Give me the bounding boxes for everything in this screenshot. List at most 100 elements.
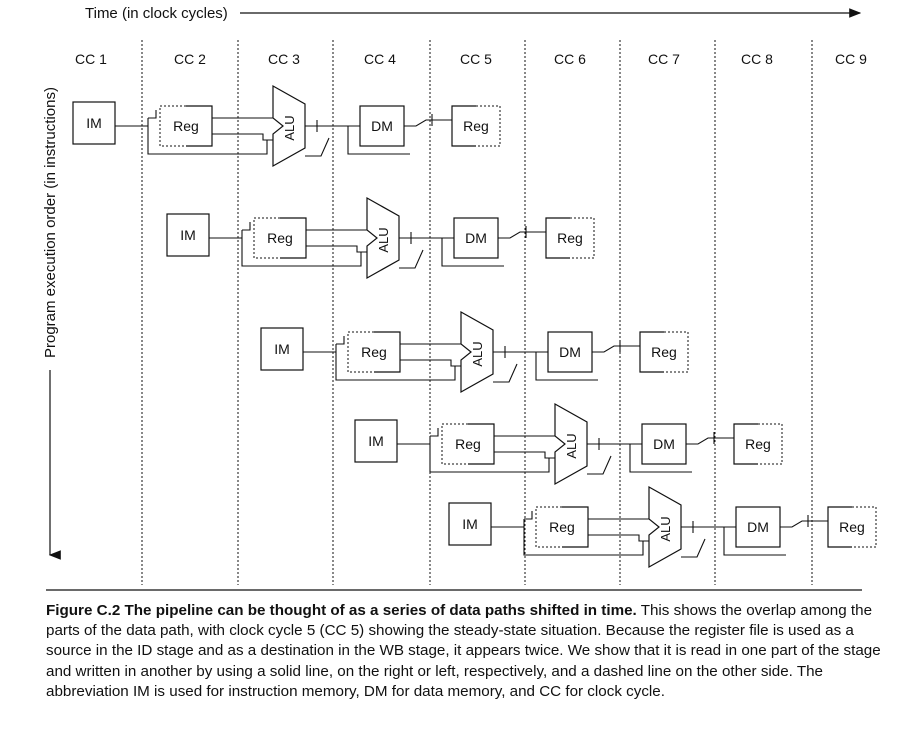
- cc-label-9: CC 9: [835, 51, 867, 67]
- cc-label-4: CC 4: [364, 51, 396, 67]
- im-box: [260, 327, 304, 371]
- dm-bypass-wire: [347, 126, 410, 155]
- im-box: [354, 419, 398, 463]
- im-label: IM: [86, 115, 102, 131]
- cc-label-5: CC 5: [460, 51, 492, 67]
- dm-label: DM: [371, 118, 393, 134]
- alu-result-wire: [305, 137, 330, 157]
- reg-read-port-wire: [524, 511, 533, 520]
- reg-label: Reg: [361, 344, 387, 360]
- cc-label-8: CC 8: [741, 51, 773, 67]
- reg-read-port-wire: [148, 110, 157, 119]
- reg-write-dashed-side: [570, 217, 595, 259]
- reg-write-dashed-side: [758, 423, 783, 465]
- dm-label: DM: [747, 519, 769, 535]
- reg-to-alu-wire-bottom: [306, 245, 367, 253]
- reg-write-dashed-side: [852, 506, 877, 548]
- cc-label-1: CC 1: [75, 51, 107, 67]
- dm-box: [547, 331, 593, 373]
- dm-label: DM: [465, 230, 487, 246]
- alu-shape: [460, 310, 494, 394]
- reg-write-solid-side: [545, 217, 570, 259]
- reg-read-solid-side: [468, 423, 495, 465]
- reg-writeback-label: Reg: [651, 344, 677, 360]
- dm-to-reg-wire: [498, 231, 546, 239]
- caption-label: Figure C.2: [46, 602, 121, 619]
- reg-bypass-wire: [429, 452, 550, 473]
- reg-write-dashed-side: [664, 331, 689, 373]
- im-box: [166, 213, 210, 257]
- reg-write-solid-side: [451, 105, 476, 147]
- cc-label-6: CC 6: [554, 51, 586, 67]
- reg-read-dashed-side: [253, 217, 280, 259]
- alu-result-wire: [399, 249, 424, 269]
- dm-bypass-wire: [629, 444, 692, 473]
- reg-writeback-label: Reg: [463, 118, 489, 134]
- order-axis-label: Program execution order (in instructions…: [42, 87, 59, 358]
- alu-shape: [554, 402, 588, 486]
- dm-to-reg-wire: [404, 119, 452, 127]
- figure-caption: Figure C.2 The pipeline can be thought o…: [46, 601, 882, 702]
- cc-label-3: CC 3: [268, 51, 300, 67]
- alu-result-wire: [587, 455, 612, 475]
- dm-label: DM: [559, 344, 581, 360]
- reg-bypass-wire: [241, 246, 362, 267]
- reg-bypass-wire: [147, 134, 268, 155]
- clock-cycle-labels: CC 1 CC 2 CC 3 CC 4 CC 5 CC 6 CC 7 CC 8 CC 9: [75, 51, 867, 67]
- im-box: [72, 101, 116, 145]
- time-axis-label: Time (in clock cycles): [85, 5, 228, 22]
- reg-read-port-wire: [336, 336, 345, 345]
- reg-to-alu-wire-bottom: [400, 359, 461, 367]
- dm-label: DM: [653, 436, 675, 452]
- reg-write-dashed-side: [476, 105, 501, 147]
- caption-text: This shows the overlap among the parts o…: [46, 602, 881, 700]
- caption-title: The pipeline can be thought of as a seri…: [124, 602, 637, 619]
- alu-label: ALU: [470, 341, 485, 366]
- reg-read-dashed-side: [159, 105, 186, 147]
- im-label: IM: [462, 516, 478, 532]
- cc-label-7: CC 7: [648, 51, 680, 67]
- im-box: [448, 502, 492, 546]
- reg-to-alu-wire-bottom: [212, 133, 273, 141]
- dm-to-reg-wire: [686, 437, 734, 445]
- reg-write-solid-side: [733, 423, 758, 465]
- reg-label: Reg: [549, 519, 575, 535]
- pipeline-diagram: Time (in clock cycles) Program execution…: [42, 5, 877, 591]
- reg-read-dashed-side: [535, 506, 562, 548]
- cc-label-2: CC 2: [174, 51, 206, 67]
- dm-box: [735, 506, 781, 548]
- reg-to-alu-wire-bottom: [494, 451, 555, 459]
- dm-bypass-wire: [723, 527, 786, 556]
- im-label: IM: [368, 433, 384, 449]
- reg-label: Reg: [173, 118, 199, 134]
- alu-label: ALU: [376, 227, 391, 252]
- reg-read-port-wire: [430, 428, 439, 437]
- dm-to-reg-wire: [592, 345, 640, 353]
- alu-shape: [272, 84, 306, 168]
- reg-writeback-label: Reg: [745, 436, 771, 452]
- clock-cycle-dividers: [141, 40, 813, 585]
- reg-writeback-label: Reg: [839, 519, 865, 535]
- im-label: IM: [180, 227, 196, 243]
- dm-bypass-wire: [441, 238, 504, 267]
- im-label: IM: [274, 341, 290, 357]
- dm-box: [453, 217, 499, 259]
- dm-to-reg-wire: [780, 520, 828, 528]
- alu-shape: [366, 196, 400, 280]
- alu-result-wire: [493, 363, 518, 383]
- reg-write-solid-side: [639, 331, 664, 373]
- alu-result-wire: [681, 538, 706, 558]
- reg-read-solid-side: [374, 331, 401, 373]
- instruction-row-3: IM Reg ALU DM Reg: [260, 310, 689, 394]
- alu-label: ALU: [564, 433, 579, 458]
- reg-read-dashed-side: [347, 331, 374, 373]
- reg-read-port-wire: [242, 222, 251, 231]
- dm-bypass-wire: [535, 352, 598, 381]
- reg-bypass-wire: [523, 535, 644, 556]
- reg-writeback-label: Reg: [557, 230, 583, 246]
